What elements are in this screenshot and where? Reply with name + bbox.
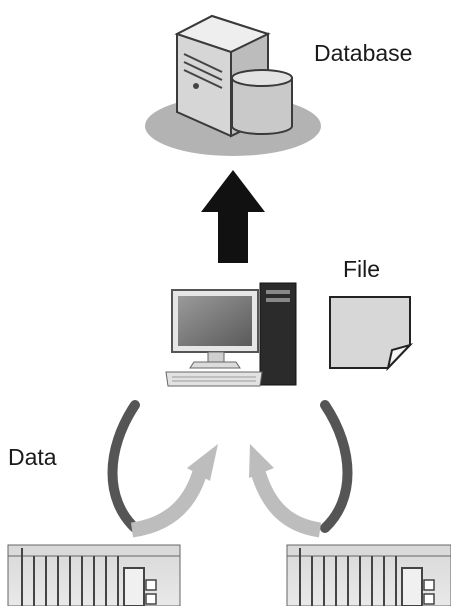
data-arrow-left	[130, 444, 218, 538]
upload-arrow-icon	[201, 170, 265, 263]
flow-line-right	[320, 400, 353, 533]
database-server-icon	[145, 14, 321, 156]
plc-controller-left	[7, 544, 181, 606]
document-folded-corner	[386, 343, 414, 372]
database-label: Database	[314, 40, 413, 66]
desktop-computer-icon	[165, 282, 297, 387]
plc-controller-right	[286, 544, 451, 606]
data-arrow-right	[249, 444, 322, 538]
data-label: Data	[8, 444, 57, 470]
flow-line-left	[107, 400, 140, 533]
file-label: File	[343, 256, 381, 282]
